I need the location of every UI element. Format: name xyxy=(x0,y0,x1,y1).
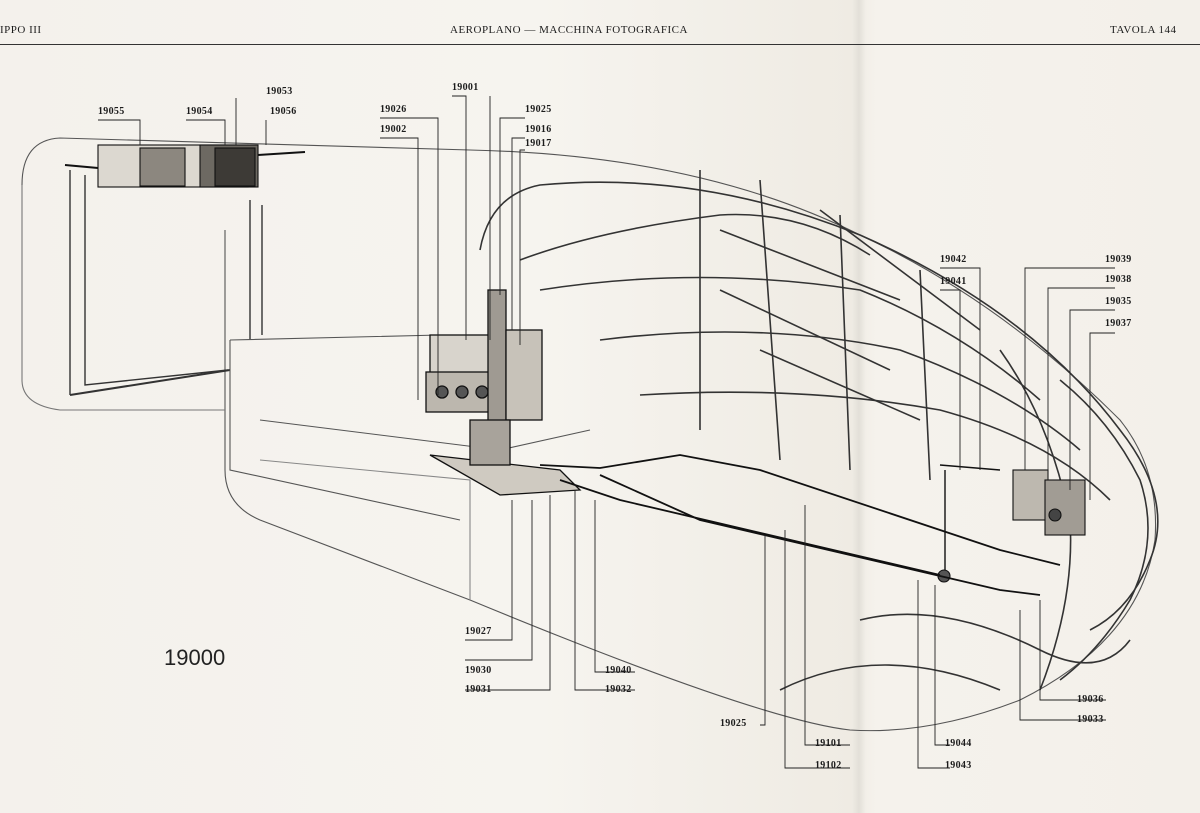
part-label-19036: 19036 xyxy=(1077,694,1104,705)
part-label-19043: 19043 xyxy=(945,760,972,771)
part-label-19042: 19042 xyxy=(940,254,967,265)
part-label-19002: 19002 xyxy=(380,124,407,135)
control-box-top-left xyxy=(64,144,306,188)
part-label-19044: 19044 xyxy=(945,738,972,749)
canopy-frame xyxy=(479,170,1159,691)
part-label-19017: 19017 xyxy=(525,138,552,149)
part-label-19038: 19038 xyxy=(1105,274,1132,285)
leader-lines xyxy=(98,95,1115,769)
part-label-19054: 19054 xyxy=(186,106,213,117)
cable-runs xyxy=(539,454,1061,596)
part-label-19025-bottom: 19025 xyxy=(720,718,747,729)
header-rule xyxy=(0,44,1200,45)
camera-assembly xyxy=(425,289,582,496)
part-label-19055: 19055 xyxy=(98,106,125,117)
part-label-19056: 19056 xyxy=(270,106,297,117)
part-label-19030: 19030 xyxy=(465,665,492,676)
part-label-19026: 19026 xyxy=(380,104,407,115)
figure-number: 19000 xyxy=(164,645,226,670)
fuselage-section-left xyxy=(21,137,1157,732)
part-label-19016: 19016 xyxy=(525,124,552,135)
part-label-19033: 19033 xyxy=(1077,714,1104,725)
page-fold xyxy=(852,0,866,813)
part-label-19102: 19102 xyxy=(815,760,842,771)
part-label-19025-top: 19025 xyxy=(525,104,552,115)
sheet-title: AEROPLANO — MACCHINA FOTOGRAFICA xyxy=(450,24,688,36)
part-label-19001: 19001 xyxy=(452,82,479,93)
part-label-19040: 19040 xyxy=(605,665,632,676)
control-box-right xyxy=(937,464,1086,583)
part-label-19041: 19041 xyxy=(940,276,967,287)
part-label-19031: 19031 xyxy=(465,684,492,695)
part-label-19053: 19053 xyxy=(266,86,293,97)
part-label-19027: 19027 xyxy=(465,626,492,637)
part-label-19037: 19037 xyxy=(1105,318,1132,329)
part-label-19032: 19032 xyxy=(605,684,632,695)
plate-number: TAVOLA 144 xyxy=(1110,24,1177,36)
group-label: IPPO III xyxy=(0,24,42,36)
part-label-19035: 19035 xyxy=(1105,296,1132,307)
part-label-19039: 19039 xyxy=(1105,254,1132,265)
part-label-19101: 19101 xyxy=(815,738,842,749)
